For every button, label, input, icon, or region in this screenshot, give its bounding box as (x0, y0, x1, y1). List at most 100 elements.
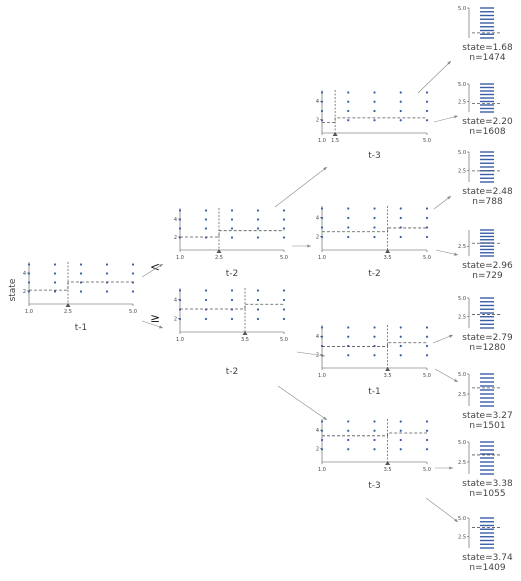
leaf-count-label: n=1474 (469, 53, 505, 63)
data-point (204, 209, 208, 212)
data-point (347, 119, 350, 122)
data-point (425, 344, 429, 348)
edge-arrowhead (454, 378, 458, 382)
x-tick-label: 1.5 (331, 138, 339, 144)
data-point (320, 335, 324, 338)
edge-arrowhead (447, 61, 451, 65)
data-point (320, 448, 324, 451)
leaf-state-label: state=3.38 (462, 479, 513, 489)
data-point (53, 290, 57, 293)
data-point (320, 420, 324, 423)
x-tick-label: 3.5 (241, 337, 249, 343)
data-point (399, 207, 402, 210)
y-tick-label: 2 (316, 353, 319, 359)
edge-arrowhead (449, 466, 453, 470)
leaf-y-tick-label: 5.0 (458, 6, 466, 12)
feature-label: t-2 (368, 269, 381, 279)
split-marker (216, 249, 222, 253)
data-point (320, 326, 324, 329)
data-point (399, 420, 402, 423)
edge-n6-leaf7 (425, 497, 459, 523)
x-tick-label: 1.0 (176, 255, 184, 261)
data-point (53, 263, 57, 266)
leaf-count-label: n=1409 (469, 563, 505, 573)
data-point (373, 420, 376, 423)
data-point (320, 226, 324, 229)
data-point (373, 354, 376, 357)
y-tick-label: 4 (174, 217, 177, 223)
data-point (425, 354, 429, 357)
edge-arrowhead (447, 196, 451, 200)
data-point (320, 235, 324, 239)
leaf-count-label: n=1055 (469, 489, 505, 499)
data-point (282, 236, 286, 239)
data-point (230, 236, 234, 239)
data-point (79, 263, 83, 266)
data-point (178, 209, 182, 212)
data-point (282, 218, 286, 221)
x-tick-label: 5.0 (280, 255, 288, 261)
y-tick-label: 2 (174, 316, 177, 322)
data-point (399, 119, 402, 122)
data-point (425, 235, 429, 239)
data-point (425, 100, 429, 103)
data-point (425, 448, 429, 451)
x-tick-label: 1.0 (318, 467, 326, 473)
edge-n2-n5 (296, 351, 326, 357)
data-point (204, 289, 208, 292)
data-point (399, 354, 402, 357)
data-point (347, 438, 350, 442)
leaf-y-tick-label: 2.5 (458, 169, 466, 175)
data-point (425, 216, 429, 220)
data-point (425, 207, 429, 210)
data-point (53, 272, 57, 275)
leaf-y-tick-label: 5.0 (458, 82, 466, 88)
data-point (425, 326, 429, 329)
edge-arrowhead (323, 416, 327, 420)
edge-n3-leaf1 (433, 115, 459, 123)
data-point (230, 317, 234, 321)
leaf-y-tick-label: 5.0 (458, 440, 466, 446)
x-tick-label: 1.0 (176, 337, 184, 343)
data-point (230, 209, 234, 212)
data-point (230, 227, 234, 230)
leaf-y-tick-label: 2.5 (458, 244, 466, 250)
data-point (131, 263, 135, 266)
data-point (320, 100, 324, 103)
mean-line (322, 432, 427, 437)
mean-line (322, 117, 427, 123)
split-marker (385, 461, 391, 465)
edge-n1-n3 (274, 166, 328, 208)
data-point (425, 91, 429, 94)
target-axis-label: state (8, 278, 18, 301)
data-point (347, 354, 350, 357)
edge-arrowhead (159, 325, 163, 329)
x-tick-label: 3.5 (384, 255, 392, 261)
data-point (347, 91, 350, 94)
data-point (373, 216, 376, 220)
data-point (347, 226, 350, 229)
data-point (178, 298, 182, 302)
data-point (230, 218, 234, 221)
data-point (204, 298, 208, 302)
data-point (105, 272, 109, 275)
data-point (399, 109, 402, 113)
data-point (373, 448, 376, 451)
data-point (256, 289, 260, 292)
data-point (373, 226, 376, 229)
x-tick-label: 5.0 (423, 138, 431, 144)
data-point (178, 218, 182, 221)
edge-root-left (141, 263, 164, 278)
edge-arrowhead (454, 252, 458, 256)
leaf-state-label: state=3.27 (462, 411, 512, 421)
data-point (320, 216, 324, 220)
